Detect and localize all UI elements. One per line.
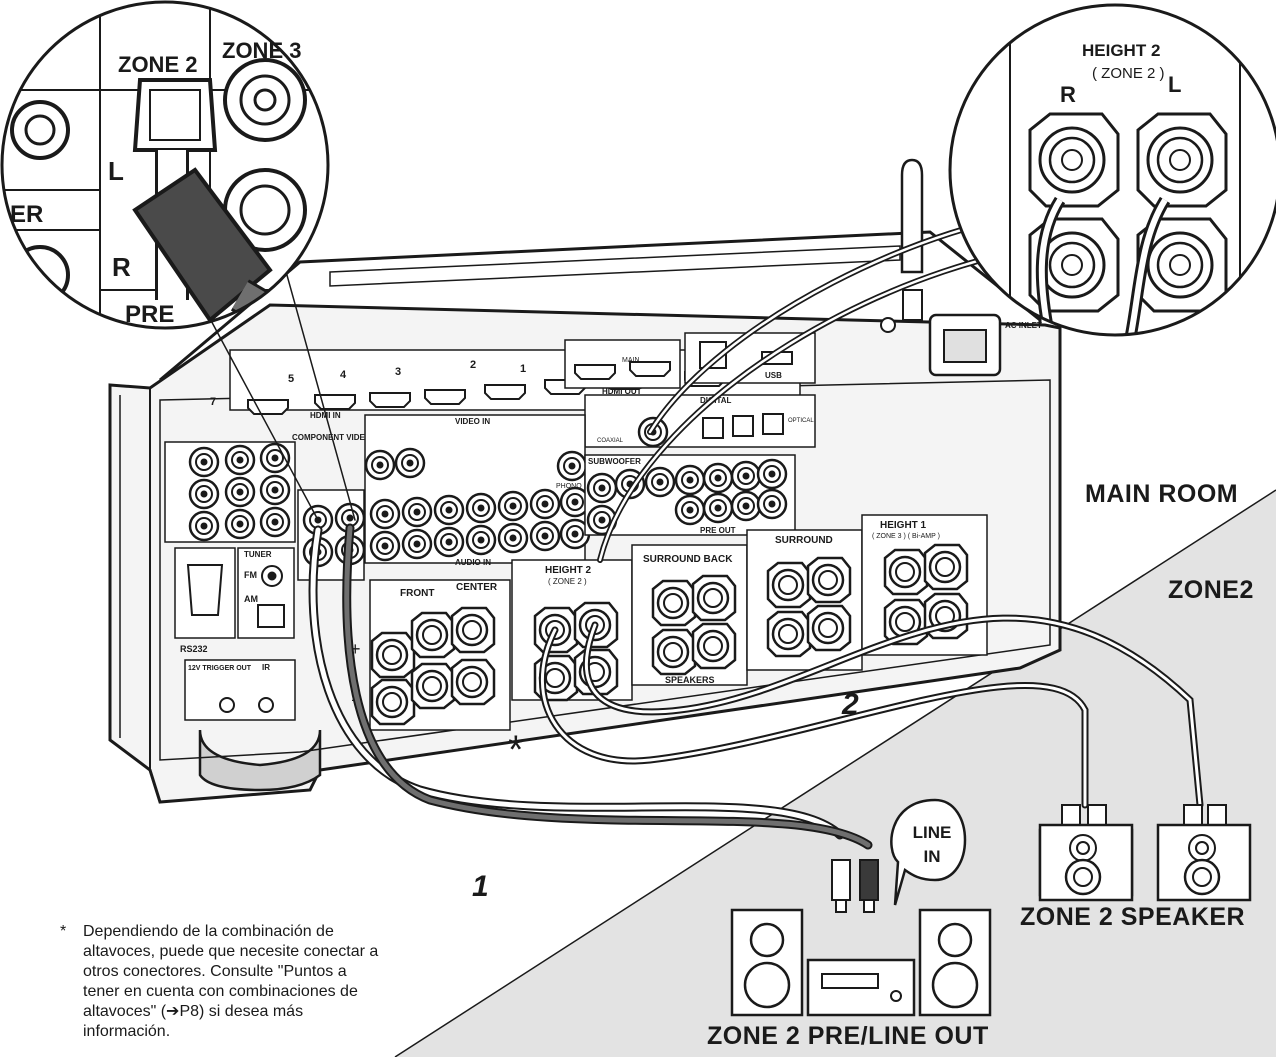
- hdmi-out-label: HDMI OUT: [602, 387, 642, 396]
- usb-label: USB: [765, 371, 782, 380]
- ac-inlet: AC INLET: [880, 313, 1042, 377]
- zoom-l2-label: L: [1168, 72, 1181, 97]
- zoom-height2-zone-label: ( ZONE 2 ): [1092, 65, 1165, 82]
- line-in-text-2: IN: [924, 847, 941, 866]
- svg-text:3: 3: [395, 366, 401, 378]
- audio-video-inputs: VIDEO IN PHONO AUDIO IN: [364, 414, 591, 567]
- height2-panel-label: HEIGHT 2: [545, 565, 592, 576]
- svg-text:AM: AM: [244, 594, 258, 604]
- zone2-speaker-left: [1038, 804, 1134, 902]
- height1-label: HEIGHT 1: [880, 520, 927, 531]
- svg-text:1: 1: [520, 363, 526, 375]
- line-in-bubble: LINE IN: [890, 798, 967, 906]
- zone2-label: ZONE2: [1168, 576, 1254, 604]
- zoom-left: ZONE 2 ZONE 3 L R ER PRE: [0, 0, 330, 330]
- zoom-zone2-label: ZONE 2: [118, 52, 197, 77]
- zoom-er-label: ER: [10, 201, 43, 228]
- zone2-pre-line-out-label: ZONE 2 PRE/LINE OUT: [707, 1022, 989, 1050]
- footnote-symbol: *: [60, 923, 67, 940]
- zone2-speaker-right: [1156, 804, 1252, 902]
- trigger-label: 12V TRIGGER OUT: [188, 665, 252, 672]
- audio-in-label: AUDIO IN: [455, 558, 491, 567]
- svg-text:FM: FM: [244, 570, 257, 580]
- svg-text:7: 7: [210, 396, 216, 408]
- svg-text:5: 5: [288, 373, 294, 385]
- line-in-text-1: LINE: [913, 823, 952, 842]
- svg-text:4: 4: [340, 369, 347, 381]
- svg-text:MAIN: MAIN: [622, 357, 640, 364]
- subwoofer-label: SUBWOOFER: [588, 457, 641, 466]
- digital-inputs: DIGITAL COAXIAL OPTICAL: [584, 394, 816, 448]
- surround-back-label: SURROUND BACK: [643, 554, 733, 565]
- zoom-pre-label: PRE: [125, 301, 174, 328]
- zone-pre-out: [297, 489, 366, 581]
- center-label: CENTER: [456, 582, 498, 593]
- zoom-zone3-label: ZONE 3: [222, 38, 301, 63]
- zone2-boundary: [394, 489, 1276, 1057]
- front-label: FRONT: [400, 588, 434, 599]
- zoom-r2-label: R: [1060, 82, 1076, 107]
- zoom-r-label: R: [112, 252, 131, 282]
- step-2-label: 2: [842, 688, 859, 721]
- video-in-label: VIDEO IN: [455, 417, 490, 426]
- speakers-label: SPEAKERS: [665, 675, 715, 685]
- svg-text:2: 2: [470, 359, 476, 371]
- tuner-label: TUNER: [244, 550, 272, 559]
- mini-system: [730, 908, 992, 1017]
- main-room-label: MAIN ROOM: [1085, 480, 1239, 508]
- svg-text:+: +: [350, 639, 361, 659]
- step-1-label: 1: [472, 870, 489, 903]
- rca-plugs: [831, 859, 879, 913]
- footnote-text: Dependiendo de la combinación de altavoc…: [83, 923, 379, 1040]
- left-panel: COMPONENT VIDEO RS232 TUNER FM AM 12V TR…: [164, 433, 371, 721]
- pre-out-label: PRE OUT: [700, 526, 736, 535]
- zoom-right: HEIGHT 2 ( ZONE 2 ) R L: [948, 3, 1276, 337]
- ac-inlet-label: AC INLET: [1005, 321, 1042, 330]
- svg-text:OPTICAL: OPTICAL: [788, 418, 814, 424]
- svg-text:( ZONE 2 ): ( ZONE 2 ): [548, 577, 587, 586]
- ir-label: IR: [262, 663, 270, 672]
- zoom-height2-label: HEIGHT 2: [1082, 41, 1160, 60]
- svg-text:COAXIAL: COAXIAL: [597, 438, 624, 444]
- pre-out-block: SUBWOOFER PRE OUT: [584, 454, 796, 536]
- svg-text:PHONO: PHONO: [556, 483, 582, 490]
- zone2-speaker-label: ZONE 2 SPEAKER: [1020, 903, 1246, 931]
- zoom-l-label: L: [108, 156, 124, 186]
- svg-text:( ZONE 3 ) ( Bi-AMP ): ( ZONE 3 ) ( Bi-AMP ): [872, 533, 940, 540]
- rs232-label: RS232: [180, 644, 208, 654]
- asterisk-label: *: [508, 728, 524, 772]
- speaker-terminals: FRONT CENTER + – HEIGHT 2 ( ZONE 2 ) SUR…: [350, 514, 988, 731]
- surround-label: SURROUND: [775, 535, 833, 546]
